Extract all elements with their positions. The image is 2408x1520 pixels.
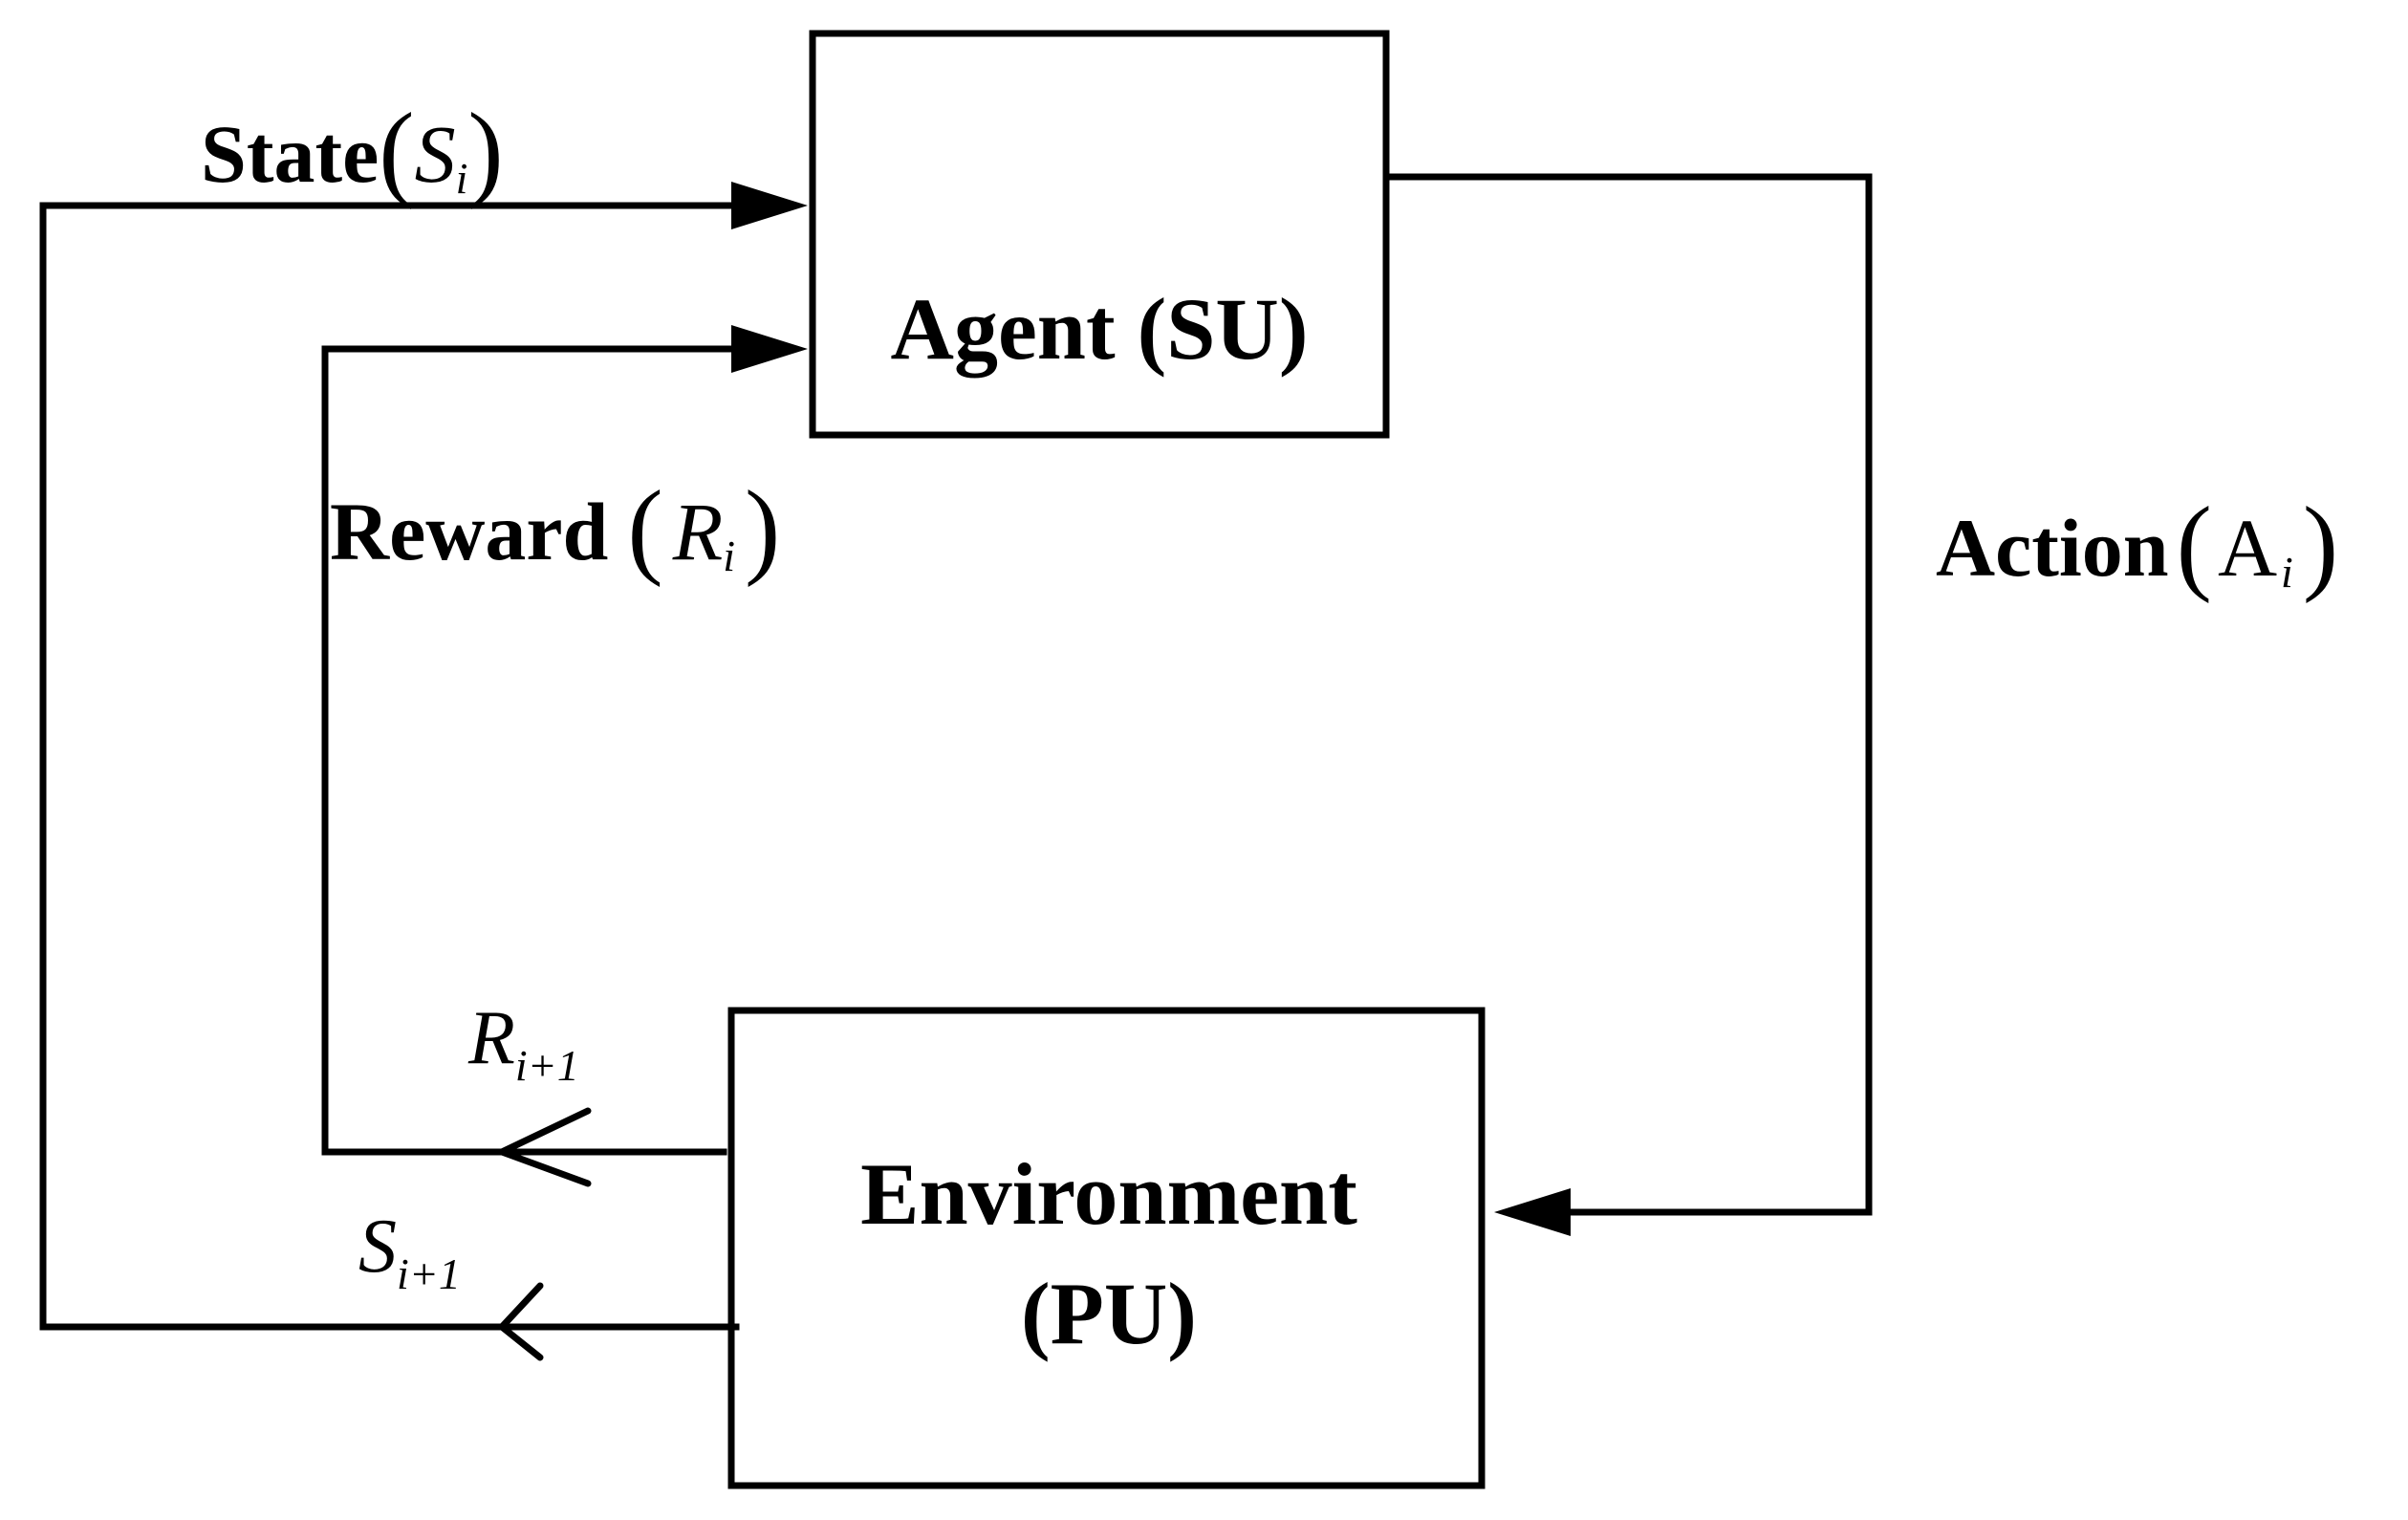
reward-label: Reward(Ri)	[330, 469, 780, 588]
agent-box	[809, 30, 1390, 439]
action-line	[1382, 173, 1873, 1216]
state-edge	[39, 182, 808, 1361]
agent-node: Agent (SU)	[809, 30, 1390, 439]
next-reward-label: Ri+1	[467, 996, 579, 1090]
environment-label-line1: Environment	[860, 1145, 1357, 1243]
state-open-arrowhead	[496, 1282, 544, 1361]
action-label: Action(Ai)	[1936, 486, 2338, 604]
environment-label-line2: (PU)	[1021, 1265, 1197, 1362]
action-edge	[1382, 173, 1873, 1236]
reward-arrowhead	[731, 325, 808, 373]
reward-open-arrowhead	[492, 1107, 592, 1187]
state-line	[39, 202, 749, 1331]
agent-label: Agent (SU)	[891, 280, 1309, 378]
state-label: State(Si)	[201, 92, 504, 210]
environment-node: Environment (PU)	[727, 1007, 1486, 1489]
next-state-label: Si+1	[358, 1205, 461, 1298]
environment-box	[727, 1007, 1486, 1489]
reward-line	[321, 345, 749, 1156]
action-arrowhead	[1494, 1188, 1571, 1236]
state-arrowhead	[731, 182, 808, 229]
reward-edge	[321, 325, 808, 1187]
